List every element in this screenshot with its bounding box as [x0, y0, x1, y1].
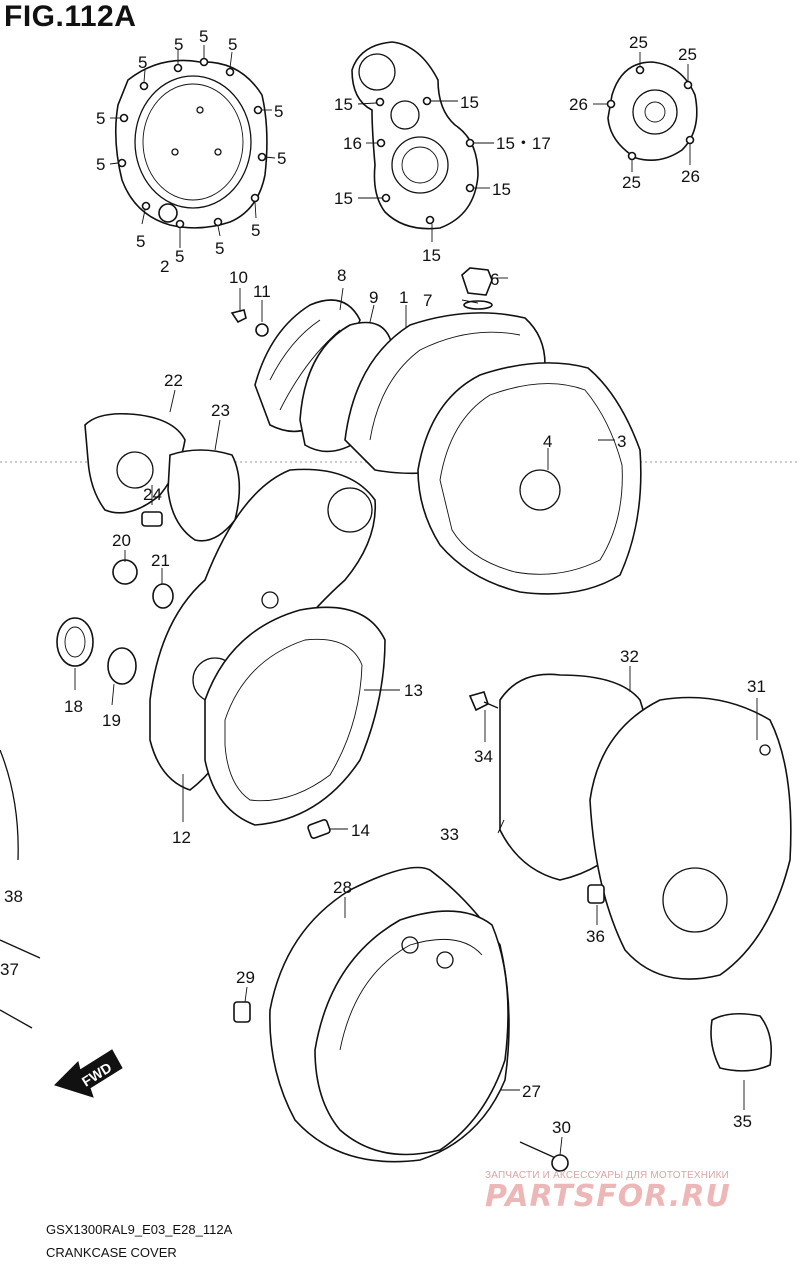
damper-35-part — [710, 1012, 773, 1072]
callout-38: 38 — [4, 887, 23, 906]
callout-7: 7 — [423, 291, 432, 310]
bolt-34-part — [468, 691, 499, 712]
callout-35: 35 — [733, 1112, 752, 1131]
callout-5: 5 — [175, 247, 184, 266]
callout-16: 16 — [343, 134, 362, 153]
callout-5: 5 — [138, 53, 147, 72]
callout-25: 25 — [622, 173, 641, 192]
callout-2: 2 — [160, 257, 169, 276]
callout-5: 5 — [199, 27, 208, 46]
leader-lines — [74, 45, 758, 1156]
callout-9: 9 — [369, 288, 378, 307]
clutch-cover-part — [114, 59, 268, 229]
gasket-23-part — [167, 449, 241, 542]
callout-31: 31 — [747, 677, 766, 696]
callout-5: 5 — [228, 35, 237, 54]
callout-5: 5 — [277, 149, 286, 168]
callout-20: 20 — [112, 531, 131, 550]
callout-15: 15 — [334, 189, 353, 208]
pulser-cover-part — [606, 61, 698, 161]
callout-5: 5 — [215, 239, 224, 258]
callout-12: 12 — [172, 828, 191, 847]
callout-25: 25 — [629, 33, 648, 52]
water-pump-cover-22-part — [84, 412, 186, 527]
callout-15-17: 15・17 — [496, 134, 551, 153]
clutch-cover-bolts — [117, 57, 267, 229]
callout-27: 27 — [522, 1082, 541, 1101]
callout-5: 5 — [174, 35, 183, 54]
callout-23: 23 — [211, 401, 230, 420]
dowel-36-part — [587, 884, 605, 904]
callout-26: 26 — [681, 167, 700, 186]
callout-25: 25 — [678, 45, 697, 64]
callout-30: 30 — [552, 1118, 571, 1137]
figure-code: GSX1300RAL9_E03_E28_112A — [46, 1222, 233, 1237]
callout-15: 15 — [492, 180, 511, 199]
case-gasket-3-part — [417, 362, 642, 595]
callout-4: 4 — [543, 432, 552, 451]
oil-filler-cap-6-part — [461, 267, 493, 310]
callout-labels: 1 2 3 4 5 5 5 5 5 5 5 5 5 5 5 5 6 7 8 9 … — [0, 27, 766, 1137]
callout-5: 5 — [136, 232, 145, 251]
sprocket-cover-31-part — [589, 696, 792, 980]
callout-5: 5 — [96, 109, 105, 128]
seal-20-21-part — [112, 559, 174, 609]
callout-18: 18 — [64, 697, 83, 716]
callout-5: 5 — [274, 102, 283, 121]
starter-clutch-cover-part — [351, 41, 479, 230]
callout-29: 29 — [236, 968, 255, 987]
callout-26: 26 — [569, 95, 588, 114]
callout-28: 28 — [333, 878, 352, 897]
callout-5: 5 — [251, 221, 260, 240]
callout-21: 21 — [151, 551, 170, 570]
watermark-tagline: ЗАПЧАСТИ И АКСЕССУАРЫ ДЛЯ МОТОТЕХНИКИ — [485, 1170, 730, 1181]
figure-name: CRANKCASE COVER — [46, 1245, 177, 1260]
callout-13: 13 — [404, 681, 423, 700]
dowel-14-part — [307, 819, 331, 839]
callout-3: 3 — [617, 432, 626, 451]
callout-8: 8 — [337, 266, 346, 285]
gasket-13-part — [204, 606, 386, 826]
forward-direction-arrow: FWD — [54, 1049, 123, 1098]
callout-15: 15 — [460, 93, 479, 112]
oil-seal-18-19-part — [56, 617, 137, 685]
callout-5: 5 — [96, 155, 105, 174]
figure-title: FIG.112A — [4, 0, 137, 33]
callout-32: 32 — [620, 647, 639, 666]
dowel-29-part — [233, 1001, 251, 1023]
callout-37: 37 — [0, 960, 19, 979]
callout-14: 14 — [351, 821, 370, 840]
callout-19: 19 — [102, 711, 121, 730]
watermark: ЗАПЧАСТИ И АКСЕССУАРЫ ДЛЯ МОТОТЕХНИКИ PA… — [485, 1170, 785, 1214]
callout-24: 24 — [143, 485, 162, 504]
callout-6: 6 — [490, 270, 499, 289]
callout-33: 33 — [440, 825, 459, 844]
callout-1: 1 — [399, 288, 408, 307]
bolt-37-38-part — [0, 749, 41, 1029]
crankcase-cover-27-part — [314, 910, 509, 1156]
callout-36: 36 — [586, 927, 605, 946]
callout-10: 10 — [229, 268, 248, 287]
bolt-10-11-part — [230, 309, 269, 337]
callout-15: 15 — [422, 246, 441, 265]
callout-15: 15 — [334, 95, 353, 114]
callout-11: 11 — [253, 282, 271, 301]
watermark-brand: PARTSFOR.RU — [485, 1179, 731, 1214]
callout-22: 22 — [164, 371, 183, 390]
callout-34: 34 — [474, 747, 493, 766]
